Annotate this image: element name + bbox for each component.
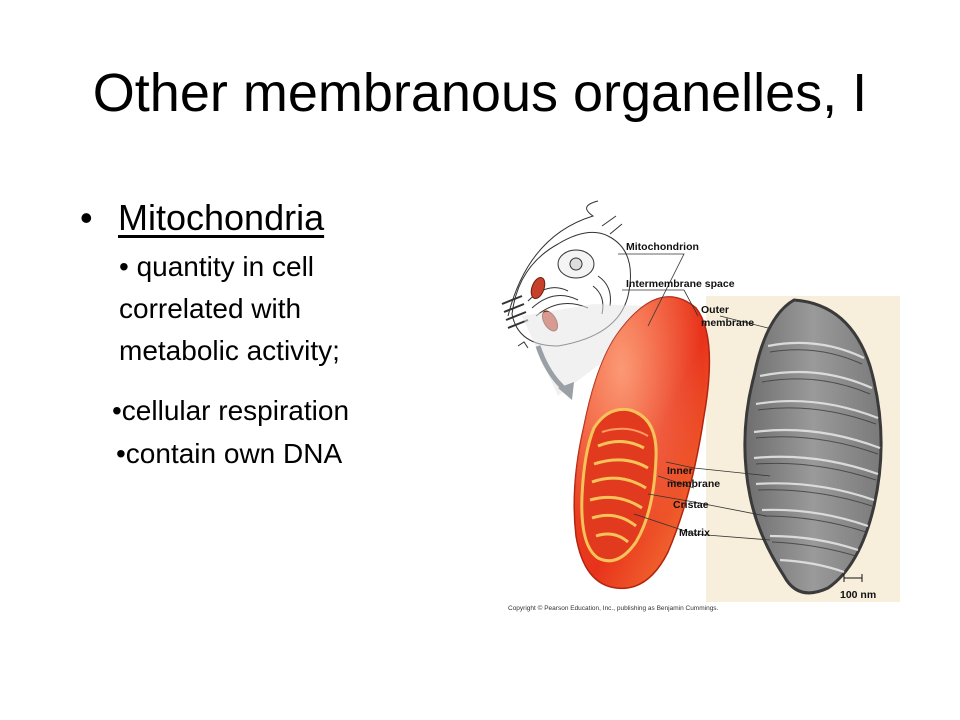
bullet-dot: • <box>80 197 93 238</box>
label-mitochondrion: Mitochondrion <box>626 241 699 253</box>
bullet-mitochondria-label: Mitochondria <box>118 197 325 238</box>
bullet-mitochondria: • Mitochondria <box>80 193 324 243</box>
sub-bullet-quantity-line1: • quantity in cell <box>119 251 315 282</box>
mitochondrion-micrograph <box>743 298 883 595</box>
sub-bullet-quantity-line3: metabolic activity; <box>119 335 340 366</box>
sketch-mitochondrion-1 <box>530 276 546 300</box>
sub-bullet-respiration: •cellular respiration <box>112 395 350 426</box>
label-inner-membrane-1: Inner <box>667 465 693 477</box>
mitochondrion-figure: Mitochondrion Intermembrane space Outer … <box>498 196 912 622</box>
leader-lines <box>618 253 771 541</box>
label-outer-membrane-1: Outer <box>701 304 729 316</box>
copyright-text: Copyright © Pearson Education, Inc., pub… <box>508 604 719 612</box>
slide-title: Other membranous organelles, I <box>92 63 868 123</box>
callout-arrow-head <box>558 382 574 400</box>
mitochondrion-cutaway <box>573 296 711 590</box>
scale-bar <box>843 574 863 582</box>
sub-bullet-dna: •contain own DNA <box>116 438 343 469</box>
label-outer-membrane-2: membrane <box>701 317 754 329</box>
label-cristae: Cristae <box>673 499 709 511</box>
label-intermembrane-space: Intermembrane space <box>626 278 735 290</box>
label-matrix: Matrix <box>679 527 710 539</box>
label-scale: 100 nm <box>840 589 876 601</box>
label-inner-membrane-2: membrane <box>667 478 720 490</box>
sub-bullet-quantity-line2: correlated with <box>119 293 302 324</box>
